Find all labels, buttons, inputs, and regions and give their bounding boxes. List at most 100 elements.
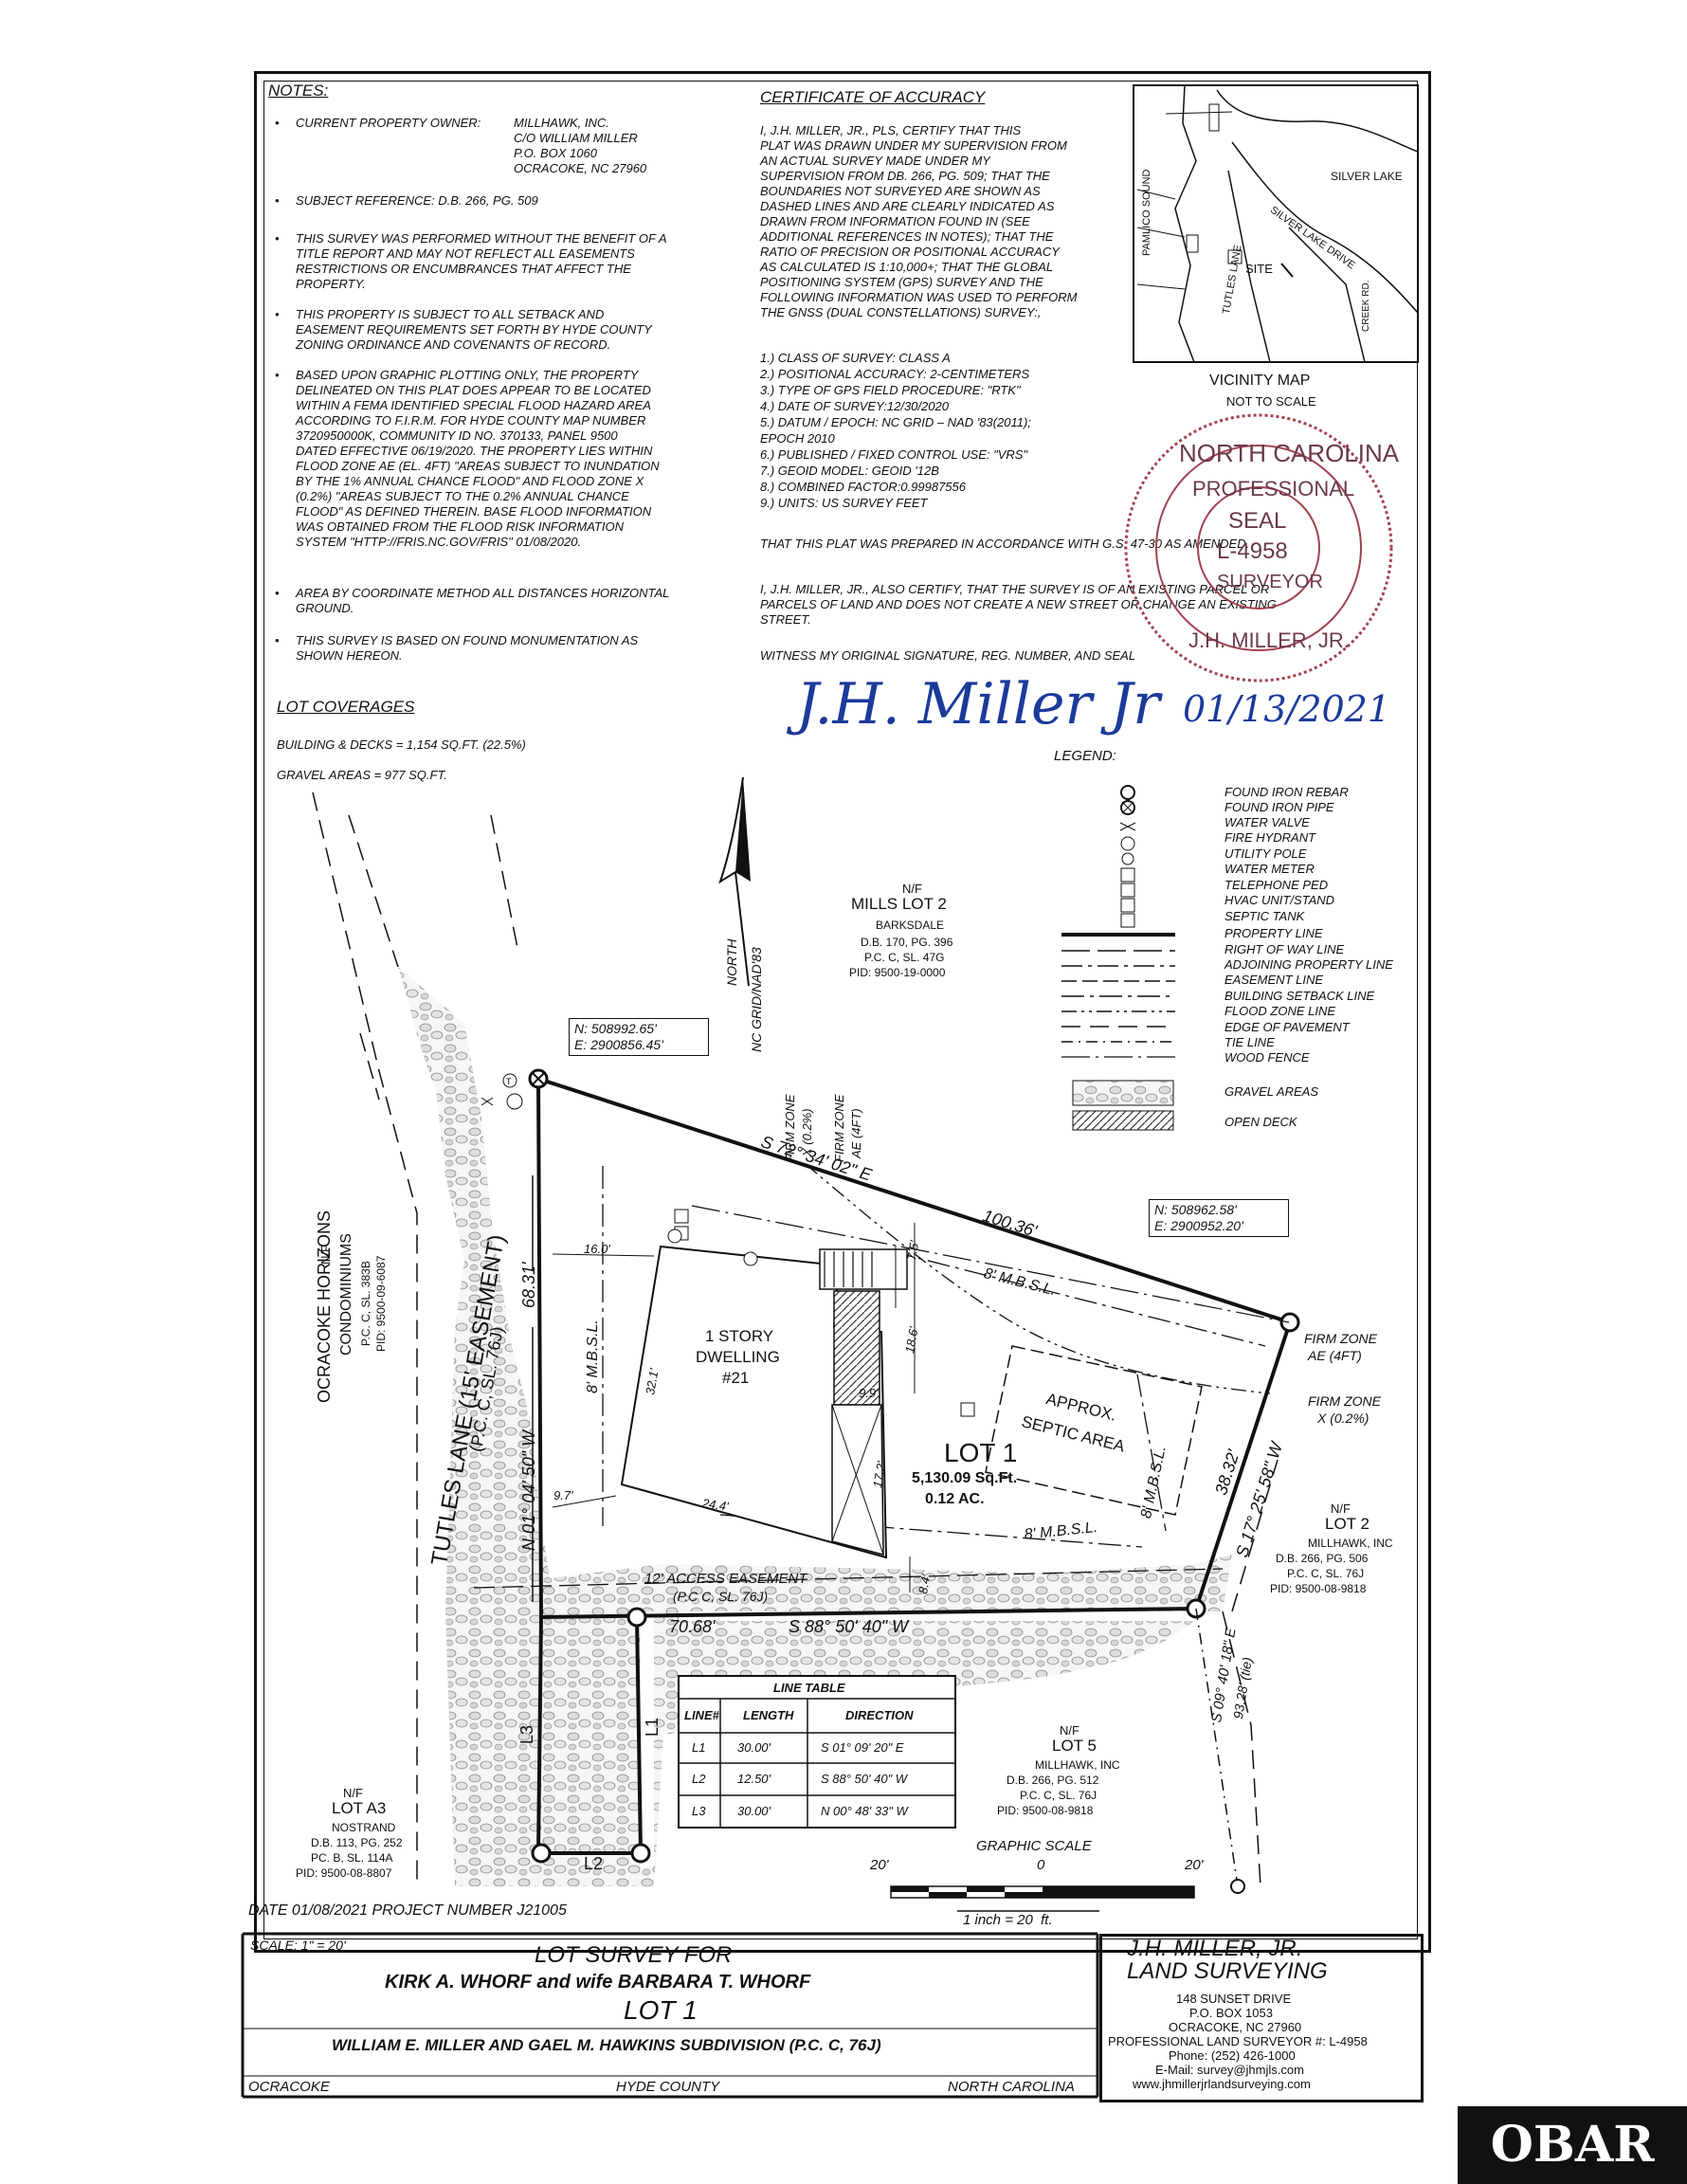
legend-item: TIE LINE bbox=[1224, 1035, 1275, 1049]
adjoiner-line: LOT 5 bbox=[1052, 1737, 1097, 1755]
line-l2-label: L2 bbox=[584, 1854, 604, 1873]
cert-line: AN ACTUAL SURVEY MADE UNDER MY bbox=[760, 154, 990, 168]
adjoiner-line: NOSTRAND bbox=[332, 1821, 396, 1834]
coverage-gravel: GRAVEL AREAS = 977 SQ.FT. bbox=[277, 768, 447, 782]
note-line: PROPERTY. bbox=[296, 277, 366, 291]
title-scale: SCALE: 1" = 20' bbox=[250, 1938, 346, 1953]
note-line: DATED EFFECTIVE 06/19/2020. THE PROPERTY… bbox=[296, 444, 653, 458]
cert-line: ADDITIONAL REFERENCES IN NOTES); THAT TH… bbox=[760, 229, 1054, 244]
bearing-west: N 01° 04' 50" W bbox=[519, 1429, 538, 1551]
date-project-line: DATE 01/08/2021 PROJECT NUMBER J21005 bbox=[248, 1902, 567, 1919]
plat-outer-border bbox=[254, 71, 1431, 1953]
dwelling-label: 1 STORY bbox=[705, 1327, 774, 1345]
adjoiner-line: PID: 9500-08-8807 bbox=[296, 1866, 392, 1880]
line-table-title: LINE TABLE bbox=[773, 1681, 845, 1695]
legend-item: TELEPHONE PED bbox=[1224, 878, 1329, 892]
dwelling-label: #21 bbox=[722, 1369, 750, 1387]
firm-x-right: X (0.2%) bbox=[1317, 1410, 1370, 1426]
title-line3: LOT 1 bbox=[624, 1995, 698, 2025]
cert-item: 5.) DATUM / EPOCH: NC GRID – NAD '83(201… bbox=[760, 415, 1031, 429]
legend-item: WOOD FENCE bbox=[1224, 1050, 1310, 1065]
note-line: THIS SURVEY WAS PERFORMED WITHOUT THE BE… bbox=[296, 231, 667, 246]
adjoiner-line: CONDOMINIUMS bbox=[338, 1233, 354, 1356]
surveyor-line: Phone: (252) 426-1000 bbox=[1169, 2048, 1296, 2063]
owner-line: MILLHAWK, INC. bbox=[514, 116, 609, 130]
seal-professional: PROFESSIONAL bbox=[1192, 477, 1355, 500]
line-table-header: DIRECTION bbox=[845, 1708, 914, 1722]
adjoiner-line: PID: 9500-09-6087 bbox=[374, 1255, 388, 1352]
legend-symbols bbox=[1061, 785, 1175, 1131]
adjoiner-line: N/F bbox=[343, 1786, 363, 1800]
surveyor-name: J.H. MILLER, JR. bbox=[1127, 1936, 1303, 1961]
title-line4: WILLIAM E. MILLER AND GAEL M. HAWKINS SU… bbox=[332, 2036, 881, 2054]
bullet: • bbox=[275, 193, 280, 208]
legend-item: PROPERTY LINE bbox=[1224, 926, 1323, 940]
legend-item: WATER METER bbox=[1224, 862, 1315, 876]
seal-word: SEAL bbox=[1228, 508, 1287, 534]
cert-line: DASHED LINES AND ARE CLEARLY INDICATED A… bbox=[760, 199, 1055, 213]
table-cell: S 01° 09' 20" E bbox=[821, 1740, 904, 1755]
surveyor-line: PROFESSIONAL LAND SURVEYOR #: L-4958 bbox=[1108, 2034, 1368, 2048]
legend-item: BUILDING SETBACK LINE bbox=[1224, 989, 1375, 1003]
cert-item: 3.) TYPE OF GPS FIELD PROCEDURE: "RTK" bbox=[760, 383, 1021, 397]
adjoiner-line: OCRACOKE HORIZONS bbox=[315, 1210, 334, 1403]
surveyor-line: 148 SUNSET DRIVE bbox=[1176, 1992, 1292, 2006]
signature-date: 01/13/2021 bbox=[1183, 688, 1391, 730]
subject-reference: SUBJECT REFERENCE: D.B. 266, PG. 509 bbox=[296, 193, 538, 208]
note-line: GROUND. bbox=[296, 601, 354, 615]
surveyor-line: E-Mail: survey@jhmjls.com bbox=[1155, 2063, 1304, 2077]
signature: J.H. Miller Jr bbox=[796, 671, 1160, 737]
bullet: • bbox=[275, 633, 280, 647]
note-line: FLOOD ZONE AE (EL. 4FT) "AREAS SUBJECT T… bbox=[296, 459, 660, 473]
legend-item: HVAC UNIT/STAND bbox=[1224, 893, 1335, 907]
lot-coverages-title: LOT COVERAGES bbox=[277, 698, 415, 716]
nc-grid-label: NC GRID/NAD'83 bbox=[749, 947, 764, 1052]
note-line: FLOOD" AS DEFINED THEREIN. BASE FLOOD IN… bbox=[296, 504, 652, 519]
cert-line: DRAWN FROM INFORMATION FOUND IN (SEE bbox=[760, 214, 1030, 228]
bullet: • bbox=[275, 586, 280, 600]
cert-line: RATIO OF PRECISION OR POSITIONAL ACCURAC… bbox=[760, 245, 1060, 259]
bullet: • bbox=[275, 368, 280, 382]
title-location-mid: HYDE COUNTY bbox=[616, 2079, 720, 2095]
note-line: BY THE 1% ANNUAL CHANCE FLOOD" AND FLOOD… bbox=[296, 474, 644, 488]
legend-item: FOUND IRON PIPE bbox=[1224, 800, 1334, 814]
table-cell: 30.00' bbox=[737, 1740, 771, 1755]
seal-number: L-4958 bbox=[1217, 538, 1288, 564]
cert-item: 1.) CLASS OF SURVEY: CLASS A bbox=[760, 351, 951, 365]
dim-97: 9.7' bbox=[553, 1488, 573, 1502]
cert-line: POSITIONING SYSTEM (GPS) SURVEY AND THE bbox=[760, 275, 1043, 289]
cert-item: 7.) GEOID MODEL: GEOID '12B bbox=[760, 464, 939, 478]
line-table-grid bbox=[678, 1675, 956, 1829]
vicinity-subtitle: NOT TO SCALE bbox=[1226, 394, 1316, 409]
bullet: • bbox=[275, 231, 280, 246]
dim-99: 9.9' bbox=[859, 1386, 879, 1400]
firm-ae-right: FIRM ZONE bbox=[1304, 1331, 1377, 1346]
firm-ae-right: AE (4FT) bbox=[1308, 1348, 1362, 1363]
cert-item: 6.) PUBLISHED / FIXED CONTROL USE: "VRS" bbox=[760, 447, 1028, 462]
adjoiner-line: BARKSDALE bbox=[876, 919, 945, 932]
cert-also: STREET. bbox=[760, 612, 811, 627]
certificate-title: CERTIFICATE OF ACCURACY bbox=[760, 88, 986, 106]
note-line: THIS SURVEY IS BASED ON FOUND MONUMENTAT… bbox=[296, 633, 639, 647]
table-cell: S 88° 50' 40" W bbox=[821, 1772, 908, 1786]
owner-line: P.O. BOX 1060 bbox=[514, 146, 597, 160]
adjoiner-line: D.B. 170, PG. 396 bbox=[861, 936, 953, 949]
plat-inner-border bbox=[263, 81, 1418, 1939]
lot1-area-ac: 0.12 AC. bbox=[925, 1491, 985, 1507]
north-label: NORTH bbox=[724, 938, 739, 986]
note-line: (0.2%) "AREAS SUBJECT TO THE 0.2% ANNUAL… bbox=[296, 489, 629, 503]
legend-item: FLOOD ZONE LINE bbox=[1224, 1004, 1336, 1018]
graphic-scale-bar bbox=[890, 1885, 1195, 1912]
owner-line: C/O WILLIAM MILLER bbox=[514, 131, 638, 145]
adjoiner-line: MILLHAWK, INC bbox=[1308, 1537, 1393, 1550]
adjoiner-line: D.B. 266, PG. 512 bbox=[1007, 1774, 1099, 1787]
vicinity-title: VICINITY MAP bbox=[1209, 373, 1311, 389]
coord-n: N: 508992.65' bbox=[574, 1021, 657, 1036]
legend-item: UTILITY POLE bbox=[1224, 846, 1307, 861]
legend-item: EDGE OF PAVEMENT bbox=[1224, 1020, 1350, 1034]
dim-16: 16.0' bbox=[584, 1242, 610, 1256]
legend-item: SEPTIC TANK bbox=[1224, 909, 1305, 923]
legend-item: FIRE HYDRANT bbox=[1224, 830, 1316, 845]
adjoiner-line: LOT 2 bbox=[1325, 1515, 1370, 1533]
